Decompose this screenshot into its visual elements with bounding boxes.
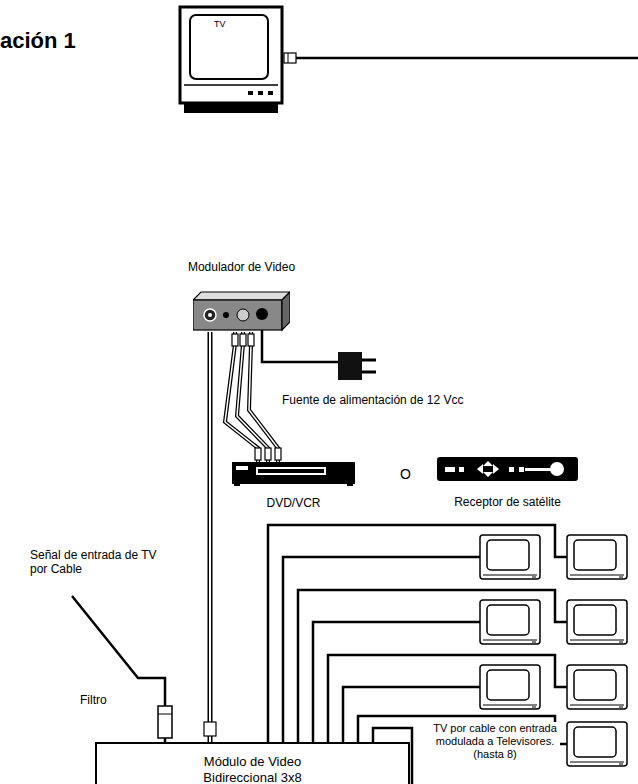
monitor-screen [574, 605, 616, 635]
sat-device: Receptor de satélite [437, 455, 578, 485]
monitor-base [570, 575, 624, 576]
mod-device: Modulador de Video [193, 290, 290, 332]
tv-cable [296, 57, 638, 60]
input-cable [72, 596, 165, 706]
text-label: Señal de entrada de TV por Cable [30, 548, 165, 577]
node-label: TV [214, 19, 226, 30]
monitor-base [619, 764, 623, 765]
cable-connector [225, 332, 281, 462]
text-label: Filtro [80, 693, 107, 707]
text-label: O [400, 466, 411, 483]
output-wire [298, 590, 567, 742]
adapter-prong [362, 359, 376, 362]
monitor [567, 665, 627, 709]
monitor-base [532, 642, 536, 643]
tv-device: TV [178, 5, 284, 117]
coax-plug [204, 722, 216, 736]
monitor-screen [574, 727, 616, 757]
output-wire [268, 525, 567, 742]
monitor [480, 535, 540, 579]
monitor-base [570, 762, 624, 763]
monitor-base [570, 640, 624, 641]
node-label: DVD/VCR [264, 496, 322, 510]
dvd-device: DVD/VCR [232, 462, 355, 486]
node-label: Modulador de Video [186, 260, 297, 274]
monitor-screen [574, 670, 616, 700]
coax-plug [288, 53, 289, 63]
monitor-base [532, 707, 536, 708]
monitor-base [619, 707, 623, 708]
monitor-base [532, 577, 536, 578]
filter-symbol [158, 706, 172, 738]
adapter-prong [362, 371, 376, 374]
cable-connector [209, 332, 211, 742]
monitor-base [619, 642, 623, 643]
text-label: Fuente de alimentación de 12 Vcc [282, 393, 463, 407]
page-title: ación 1 [0, 28, 76, 54]
filter-symbol [158, 714, 172, 715]
monitor [567, 722, 627, 766]
monitor-base [483, 705, 537, 706]
monitor-screen [487, 540, 529, 570]
monitor [480, 600, 540, 644]
monitor-base [483, 640, 537, 641]
monitor-screen [574, 540, 616, 570]
monitor-base [570, 705, 624, 706]
monitor [567, 535, 627, 579]
output-wire [283, 557, 480, 742]
monitor-base [619, 577, 623, 578]
monitor [567, 600, 627, 644]
text-label: TV por cable con entrada modulada a Tele… [430, 722, 560, 762]
node-label: Módulo de Video Bidireccional 3x8 [178, 754, 328, 784]
coax-plug [284, 53, 296, 63]
monitor [480, 665, 540, 709]
node-label: Receptor de satélite [452, 495, 563, 509]
monitor-base [483, 575, 537, 576]
monitor-screen [487, 670, 529, 700]
module-box: Módulo de Video Bidireccional 3x8 [95, 742, 410, 784]
monitor-screen [487, 605, 529, 635]
power-adapter [338, 352, 362, 380]
